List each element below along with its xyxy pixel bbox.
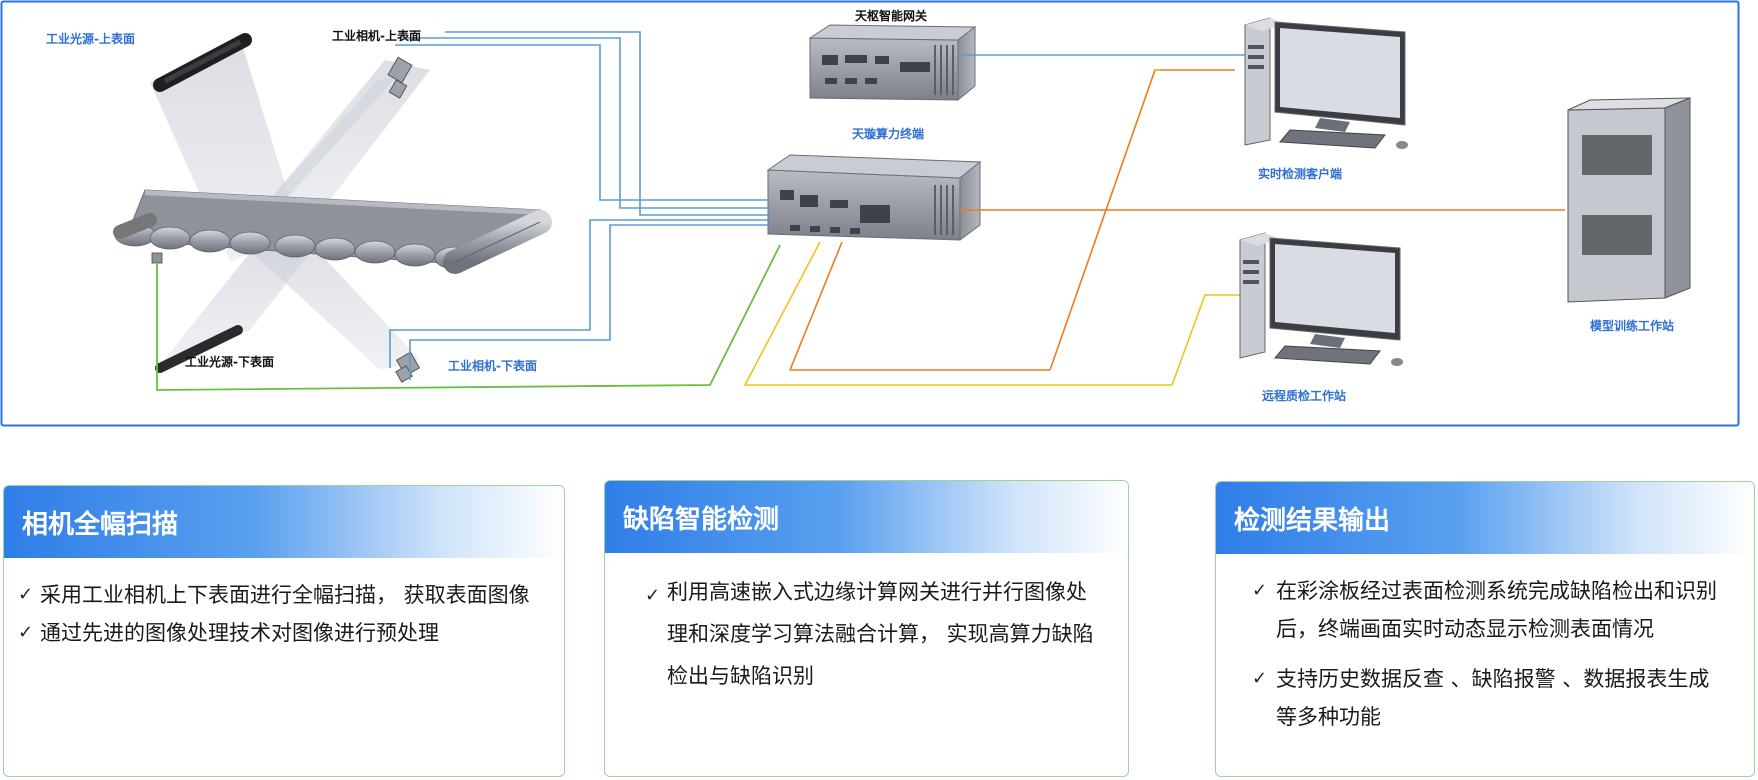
card-title-scan: 相机全幅扫描: [4, 486, 564, 558]
remote-pc: [1239, 232, 1403, 366]
card-title-detect: 缺陷智能检测: [605, 481, 1128, 553]
card-list-output: ✓ 在彩涂板经过表面检测系统完成缺陷检出和识别后，终端画面实时动态显示检测表面情…: [1216, 554, 1754, 736]
system-diagram: 工业光源-上表面 工业相机-上表面 天枢智能网关 天璇算力终端 实时检测客户端 …: [0, 0, 1740, 427]
check-icon: ✓: [1252, 668, 1268, 689]
feature-card-output: 检测结果输出 ✓ 在彩涂板经过表面检测系统完成缺陷检出和识别后，终端画面实时动态…: [1215, 481, 1755, 777]
links-green: [156, 244, 781, 391]
label-light-bottom: 工业光源-下表面: [185, 354, 274, 369]
gateway-device: [808, 24, 977, 102]
camera-bottom: [395, 351, 421, 383]
list-item: ✓ 采用工业相机上下表面进行全幅扫描， 获取表面图像: [18, 578, 538, 612]
client-pc: [1244, 17, 1408, 149]
side-sensor: [151, 252, 163, 264]
list-item: ✓ 在彩涂板经过表面检测系统完成缺陷检出和识别后，终端画面实时动态显示检测表面情…: [1252, 572, 1730, 648]
card-list-scan: ✓ 采用工业相机上下表面进行全幅扫描， 获取表面图像 ✓ 利用高速嵌入式边缘计算…: [4, 558, 564, 650]
label-gateway: 天枢智能网关: [855, 8, 927, 23]
camera-top: [387, 56, 413, 99]
conveyor: [113, 189, 552, 274]
label-compute: 天璇算力终端: [852, 126, 924, 141]
label-remote: 远程质检工作站: [1262, 388, 1346, 403]
feature-card-scan: 相机全幅扫描 ✓ 采用工业相机上下表面进行全幅扫描， 获取表面图像 ✓ 利用高速…: [3, 485, 565, 777]
light-source-bottom: [155, 325, 243, 373]
check-icon: ✓: [18, 584, 34, 605]
check-icon: ✓: [18, 622, 34, 643]
label-camera-bottom: 工业相机-下表面: [448, 358, 537, 373]
feature-card-detect: 缺陷智能检测 ✓ 利用高速嵌入式边缘计算网关进行并行图像处理和深度学习算法融合计…: [604, 480, 1129, 777]
check-icon: ✓: [1252, 580, 1268, 601]
diagram-frame: [0, 0, 1740, 427]
label-training: 模型训练工作站: [1590, 318, 1674, 333]
list-item: ✓ 利用高速嵌入式边缘计算网关进行并行图像处理和深度学习算法融合计算， 实现高算…: [18, 616, 538, 650]
list-item: ✓ 利用高速嵌入式边缘计算网关进行并行图像处理和深度学习算法融合计算， 实现高算…: [645, 571, 1106, 697]
links-blue: [389, 31, 1255, 380]
light-source-top: [153, 33, 252, 92]
links-yellow: [743, 69, 1240, 386]
check-icon: ✓: [645, 585, 661, 606]
card-title-output: 检测结果输出: [1216, 482, 1754, 554]
card-list-detect: ✓ 利用高速嵌入式边缘计算网关进行并行图像处理和深度学习算法融合计算， 实现高算…: [605, 553, 1128, 697]
label-camera-top: 工业相机-上表面: [332, 28, 421, 43]
compute-device: [766, 154, 982, 241]
list-item: ✓ 支持历史数据反查 、缺陷报警 、数据报表生成等多种功能: [1252, 660, 1730, 736]
training-server: [1567, 97, 1691, 303]
label-light-top: 工业光源-上表面: [46, 31, 135, 46]
label-client: 实时检测客户端: [1258, 166, 1342, 181]
